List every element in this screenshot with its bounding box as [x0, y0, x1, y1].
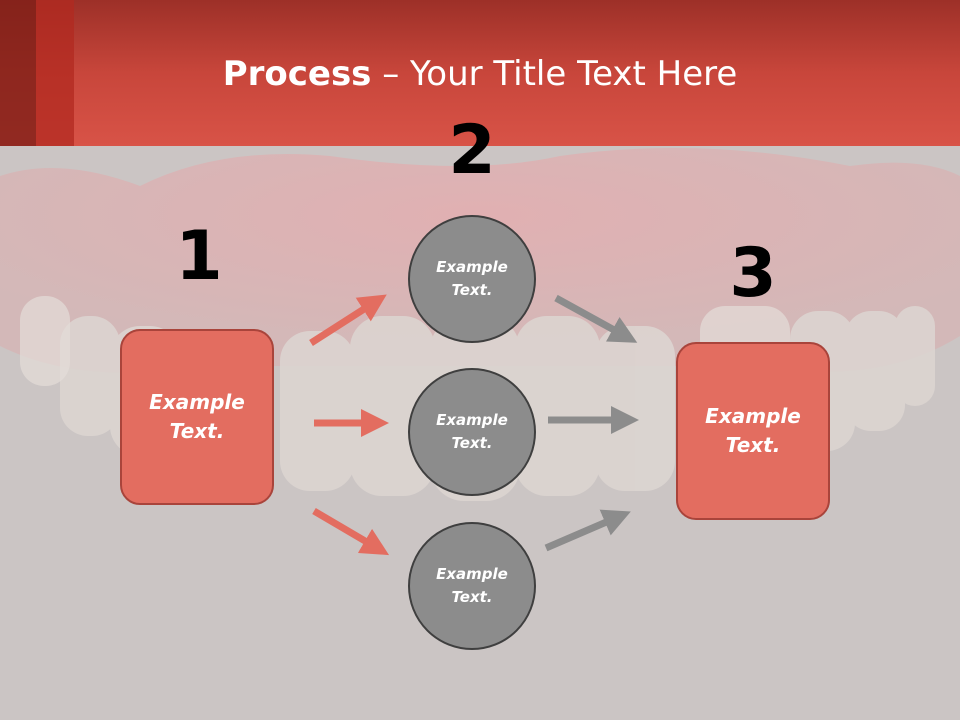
arrow-top-to-right [554, 294, 638, 343]
arrow-left-to-bottom [312, 507, 390, 556]
header-accent-stripe [0, 0, 36, 146]
arrow-left-to-top [309, 294, 387, 346]
process-circle-bottom[interactable]: Example Text. [408, 522, 536, 650]
circle-text-line: Text. [451, 281, 493, 299]
circle-text-line: Text. [451, 434, 493, 452]
step-number-2: 2 [448, 111, 496, 190]
box-text-line: Example [705, 404, 801, 428]
slide-title: Process – Your Title Text Here [0, 52, 960, 96]
box-text-line: Text. [169, 419, 225, 443]
process-circle-top[interactable]: Example Text. [408, 215, 536, 343]
header-accent-stripe [36, 0, 74, 146]
circle-text-line: Example [436, 258, 508, 276]
title-rest: – Your Title Text Here [371, 54, 738, 94]
process-circle-middle[interactable]: Example Text. [408, 368, 536, 496]
arrow-bottom-to-right [544, 509, 631, 552]
circle-text-line: Example [436, 411, 508, 429]
box-text-line: Example [149, 390, 245, 414]
process-box-left[interactable]: Example Text. [120, 329, 274, 505]
step-number-1: 1 [175, 217, 223, 296]
circle-text-line: Text. [451, 588, 493, 606]
circle-text-line: Example [436, 565, 508, 583]
step-number-3: 3 [729, 234, 777, 313]
title-strong: Process [222, 54, 372, 94]
box-text-line: Text. [725, 433, 781, 457]
title-bar [0, 0, 960, 146]
process-box-right[interactable]: Example Text. [676, 342, 830, 520]
